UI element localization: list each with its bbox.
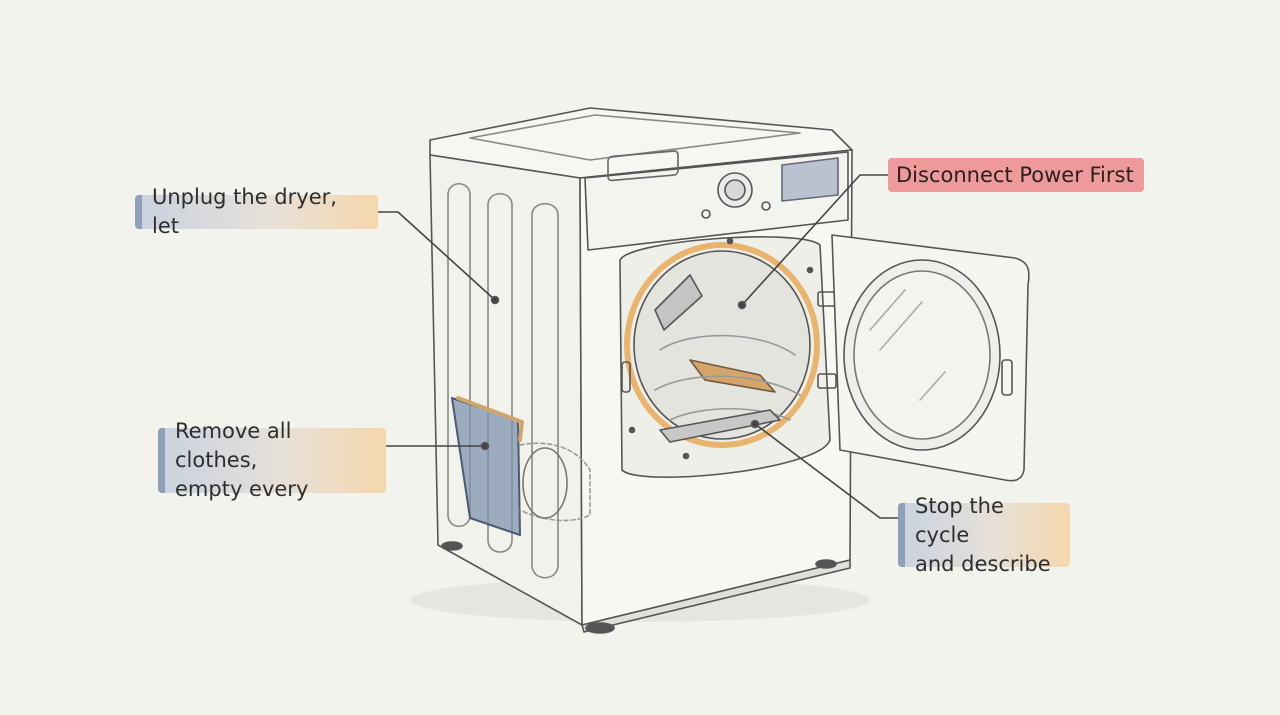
- knob-center: [724, 179, 746, 201]
- foot-front: [585, 622, 615, 634]
- side-rib-2: [487, 192, 513, 553]
- foot-left: [441, 541, 463, 551]
- glass-glare: [869, 289, 946, 401]
- blower-fan: [522, 447, 568, 519]
- callout-remove-clothes: Remove all clothes, empty every: [158, 419, 386, 501]
- leader-power: [741, 174, 889, 306]
- button-1: [701, 209, 711, 219]
- frame-dot-left: [628, 426, 636, 434]
- drum-inner-lines: [654, 334, 801, 421]
- top-inset: [469, 114, 801, 161]
- callout-remove-text: Remove all clothes, empty every: [175, 419, 309, 501]
- door-glass: [853, 270, 991, 440]
- frame-dot-right: [806, 266, 814, 274]
- leader-stop-dot: [750, 419, 760, 429]
- hinge-dot-bottom: [682, 452, 690, 460]
- callout-power-warning: Disconnect Power First: [888, 158, 1144, 192]
- drum-opening: [633, 250, 811, 440]
- foot-right: [815, 559, 837, 569]
- display-screen: [781, 157, 839, 202]
- button-2: [761, 201, 771, 211]
- leader-unplug: [377, 211, 496, 301]
- callout-unplug-text: Unplug the dryer, let: [152, 185, 337, 238]
- leader-power-dot: [737, 300, 747, 310]
- detergent-drawer: [607, 150, 679, 182]
- door-hinge-lower: [817, 373, 837, 389]
- leader-unplug-dot: [490, 295, 500, 305]
- callout-stop-cycle: Stop the cycle and describe: [898, 494, 1070, 576]
- leader-stop: [754, 423, 899, 519]
- drum-lint-screen: [654, 274, 703, 331]
- drum-seal: [624, 242, 820, 448]
- door-handle: [1001, 359, 1013, 396]
- callout-power-text: Disconnect Power First: [896, 162, 1134, 187]
- callout-unplug: Unplug the dryer, let: [135, 185, 378, 238]
- hinge-dot-top: [726, 237, 734, 245]
- dryer-base: [581, 559, 851, 633]
- side-rib-3: [531, 202, 559, 579]
- door-latch-left: [621, 361, 631, 393]
- callout-stop-text: Stop the cycle and describe: [915, 493, 1051, 576]
- lint-filter-frame: [456, 396, 524, 442]
- dryer-side: [429, 154, 583, 626]
- lower-filter-slot: [659, 409, 781, 443]
- leader-remove-dot: [480, 441, 490, 451]
